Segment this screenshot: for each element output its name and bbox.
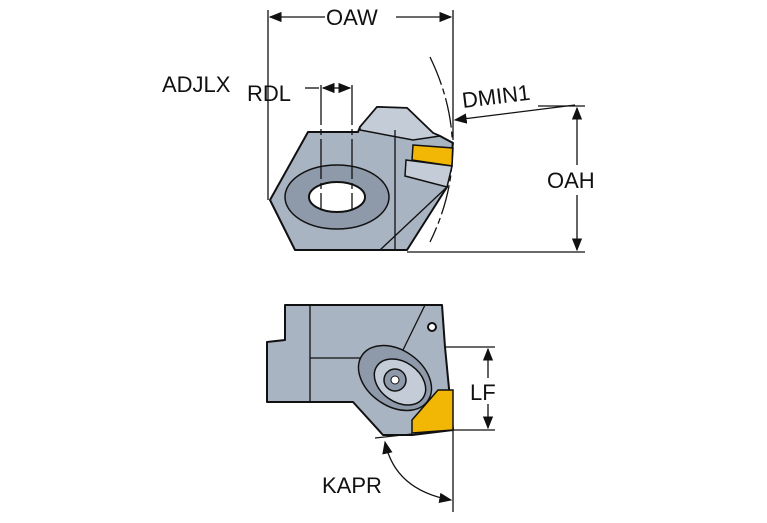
torx-socket xyxy=(390,375,400,385)
adjlx-label: ADJLX xyxy=(162,72,231,97)
kapr-edge-line xyxy=(374,433,413,439)
lf-label: LF xyxy=(470,380,496,405)
insert-side xyxy=(411,389,454,434)
oah-label: OAH xyxy=(547,168,595,193)
side-view: LF KAPR xyxy=(266,304,496,512)
insert-seat xyxy=(404,159,453,188)
oaw-label: OAW xyxy=(326,5,378,30)
dmin1-arrow xyxy=(453,104,576,124)
dmin1-label: DMIN1 xyxy=(461,80,532,113)
kapr-arc xyxy=(382,440,453,504)
dmin1-arc xyxy=(429,56,454,243)
kapr-label: KAPR xyxy=(322,473,382,498)
mounting-slot xyxy=(308,181,366,213)
body-edge xyxy=(379,186,448,251)
top-view: OAW ADJLX RDL DMIN1 OAH xyxy=(162,5,595,253)
clamp-head xyxy=(359,106,443,141)
screw-hole xyxy=(427,322,437,332)
body-edge xyxy=(401,304,426,353)
rdl-label: RDL xyxy=(247,81,291,106)
